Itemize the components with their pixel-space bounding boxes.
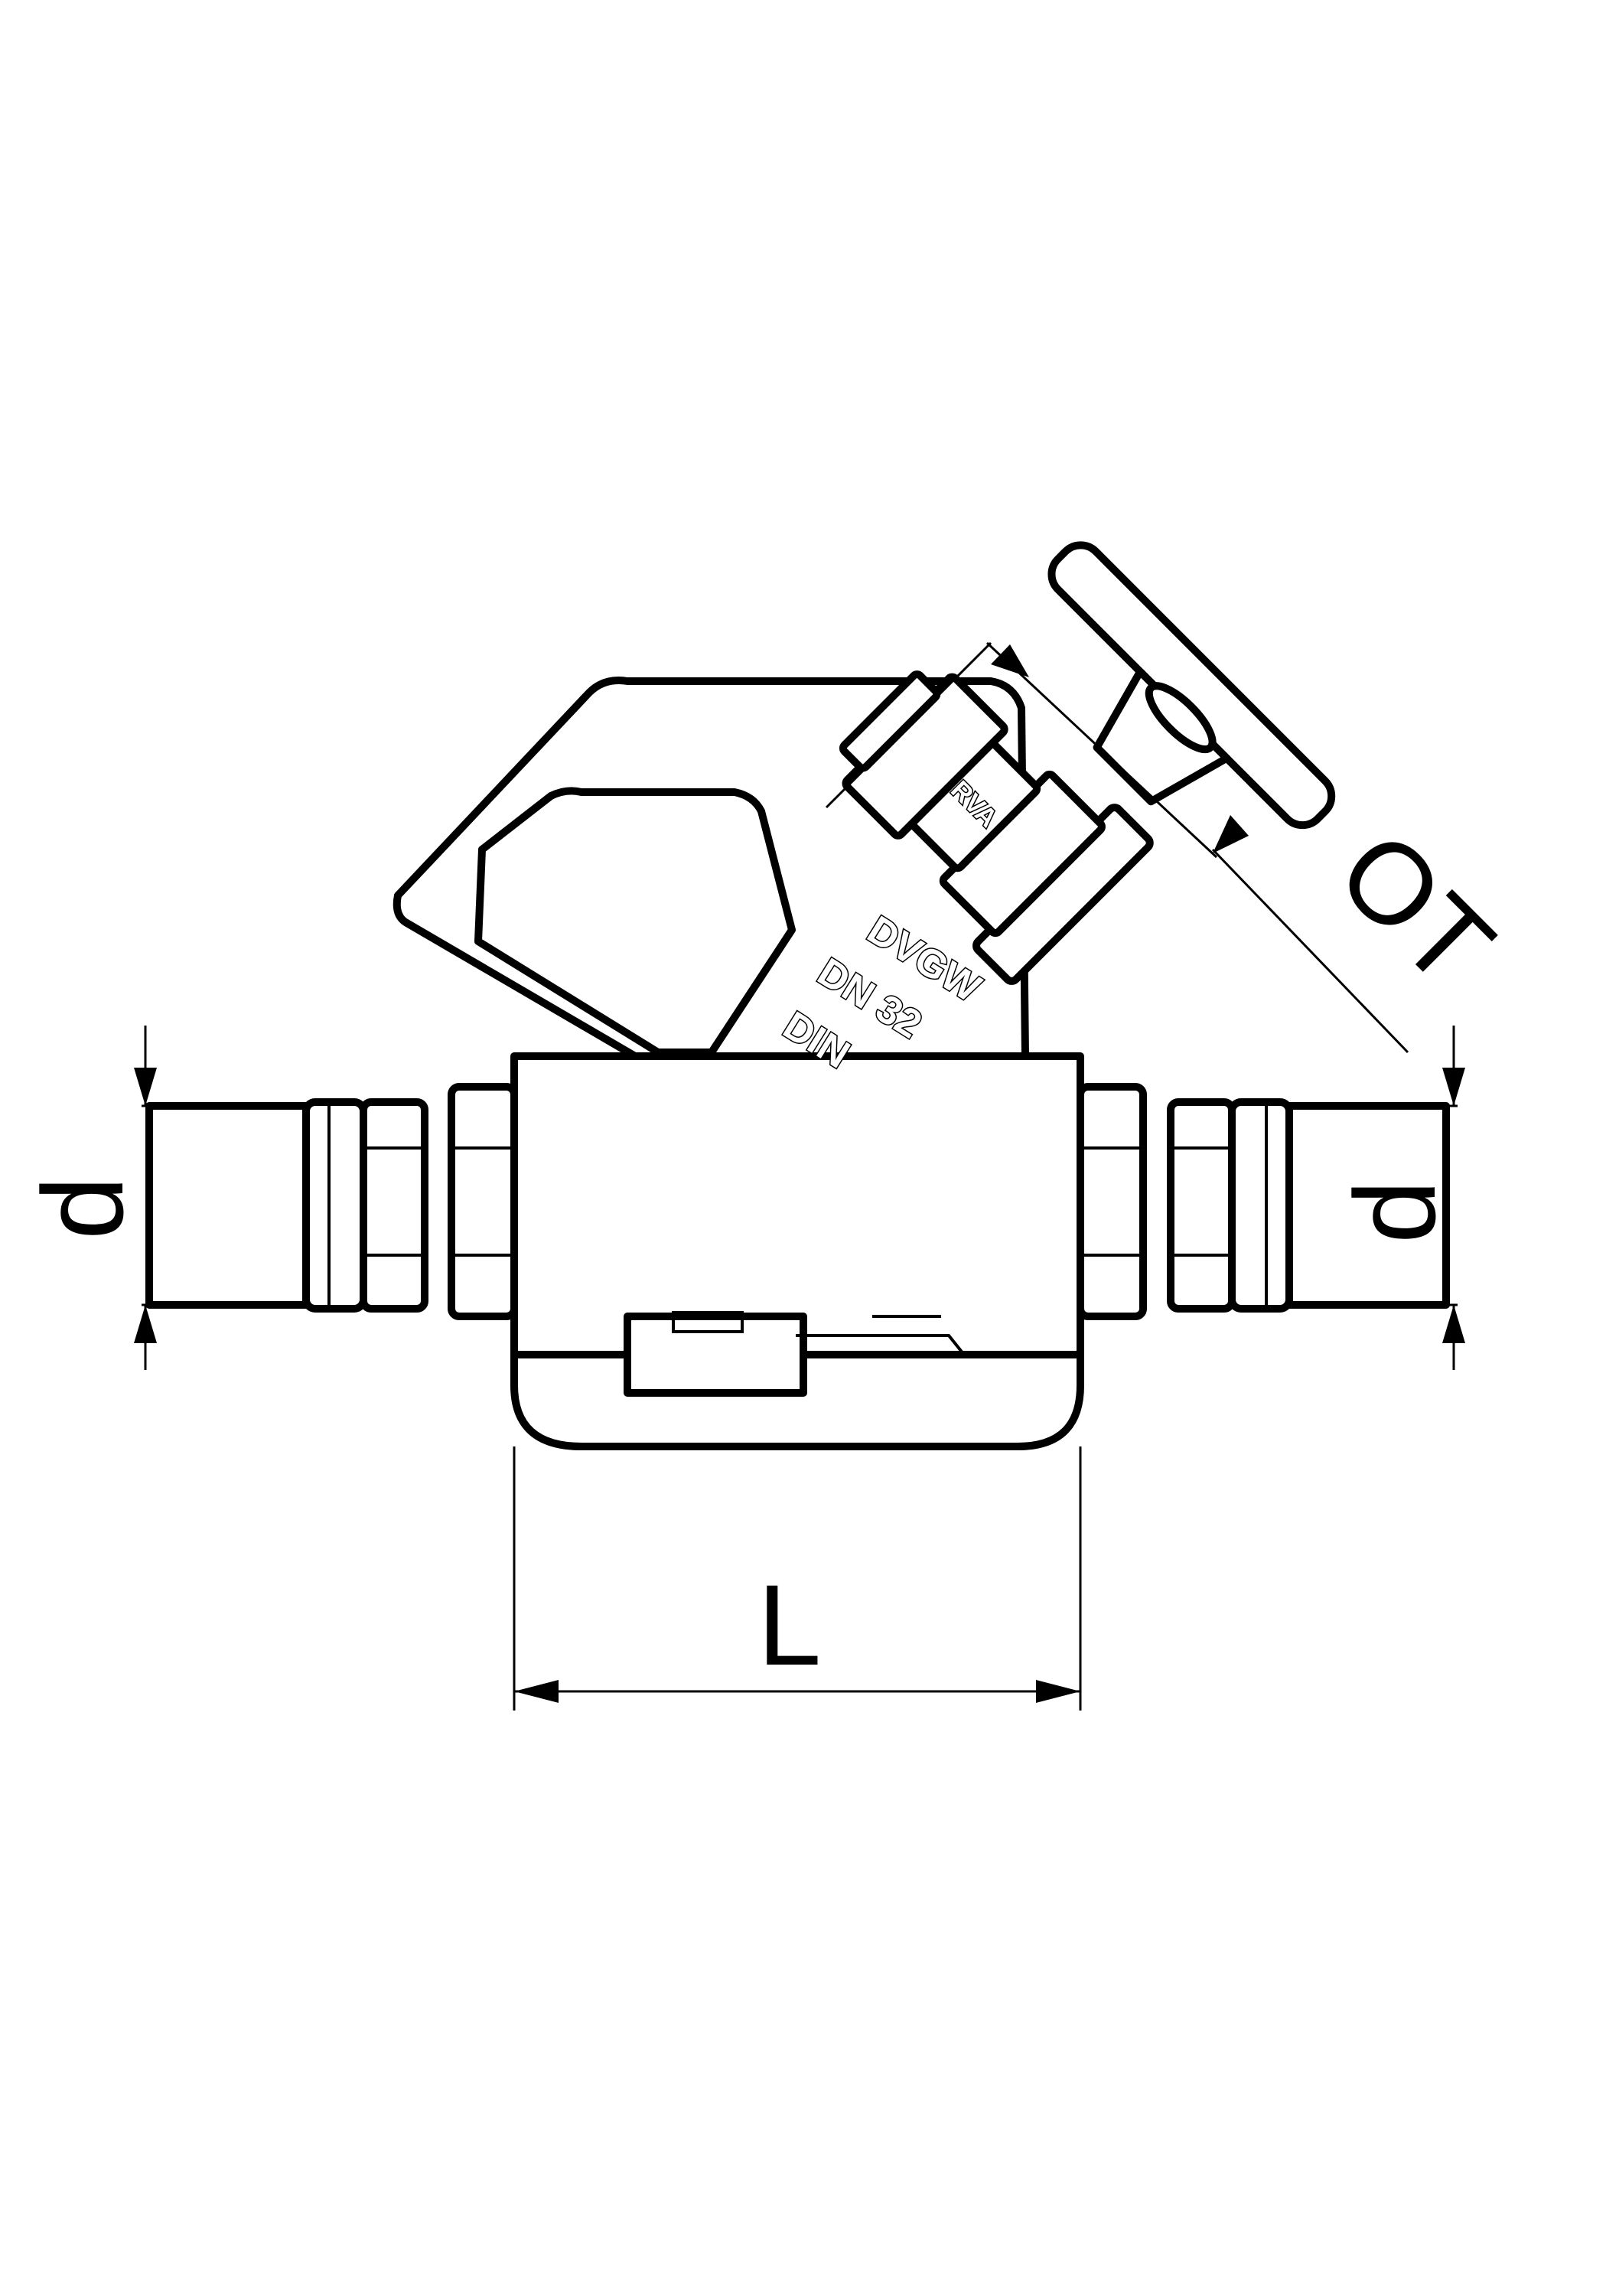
dimension-right-d: d bbox=[1293, 1026, 1465, 1370]
arrowhead-l-left bbox=[514, 1680, 559, 1703]
handwheel bbox=[1047, 541, 1336, 830]
dimension-label-l: L bbox=[757, 1561, 821, 1689]
valve-main-body bbox=[510, 1052, 1084, 1450]
dimension-length-l: L bbox=[513, 1446, 1082, 1711]
arrowhead-d-left-top bbox=[134, 1068, 157, 1106]
dimension-label-ot: OT bbox=[1314, 807, 1517, 1010]
arrowhead-ot-bottom bbox=[1213, 815, 1249, 853]
arrowhead-d-left-bottom bbox=[134, 1305, 157, 1343]
valve-stem-assembly: RVA bbox=[839, 670, 1154, 985]
dimension-left-d: d bbox=[18, 1026, 306, 1370]
arrowhead-ot-top bbox=[991, 644, 1029, 677]
dimension-label-d-right: d bbox=[1331, 1180, 1459, 1244]
dimension-label-d-left: d bbox=[18, 1176, 147, 1240]
left-press-fitting bbox=[145, 1083, 518, 1320]
arrowhead-d-right-top bbox=[1442, 1068, 1465, 1106]
arrowhead-l-right bbox=[1036, 1680, 1080, 1703]
arrowhead-d-right-bottom bbox=[1442, 1305, 1465, 1343]
